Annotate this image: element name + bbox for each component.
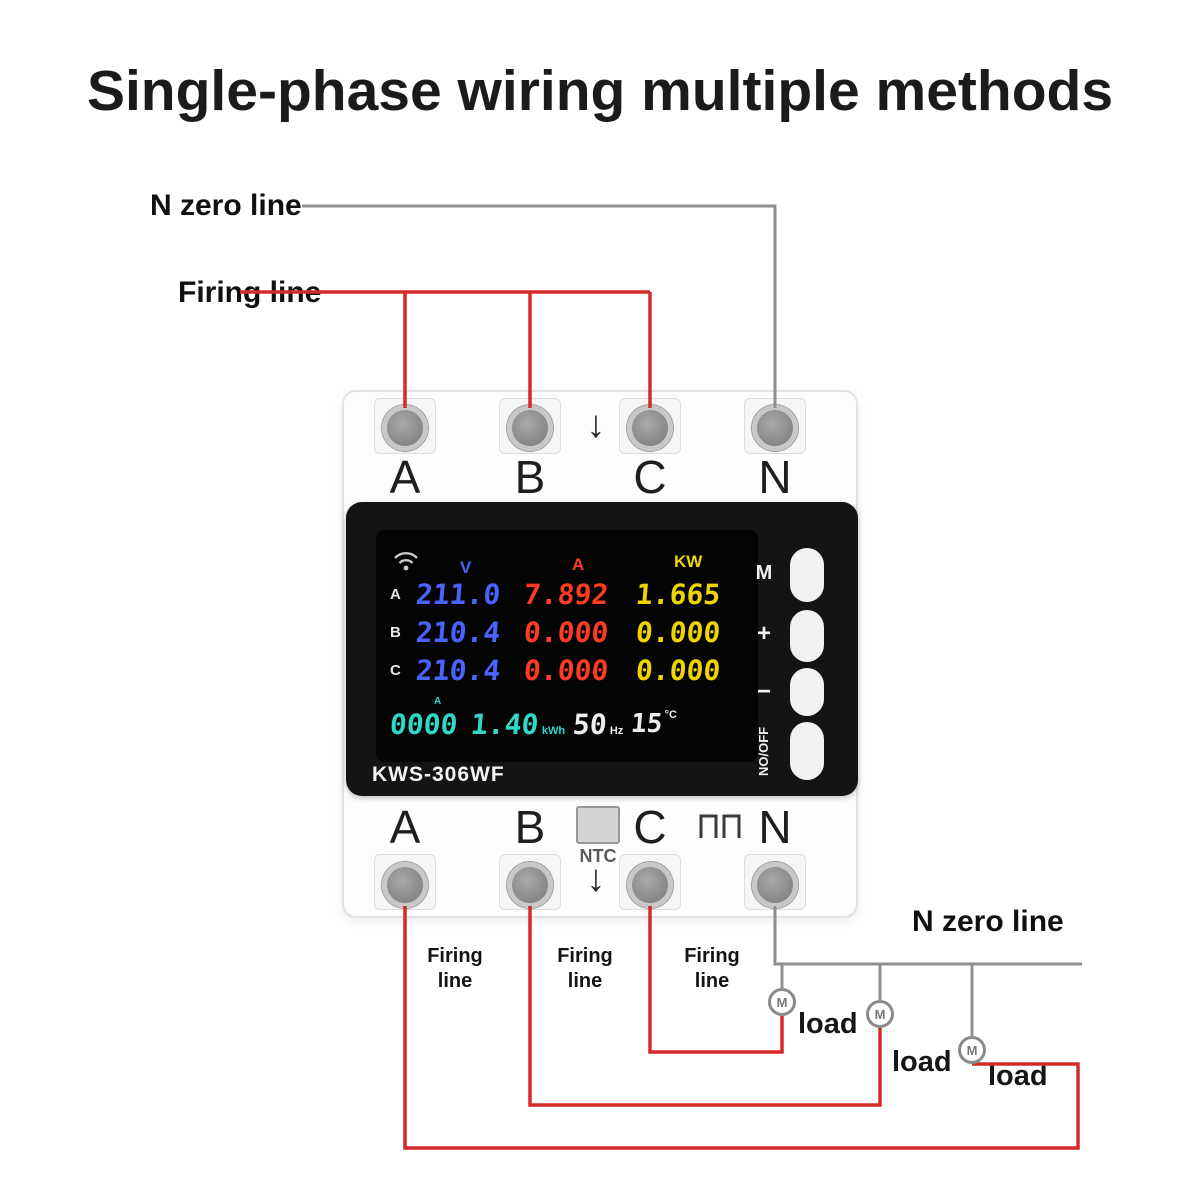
firing-line-label-bottom-1: Firing line (427, 945, 483, 992)
terminal-label-top-c: C (633, 451, 667, 503)
n-zero-line-label-top: N zero line (150, 189, 302, 222)
menu-button-label: M (755, 562, 773, 584)
on-off-button[interactable] (790, 722, 824, 780)
terminal-label-bottom-a: A (389, 801, 421, 853)
down-arrow-icon-top: ↓ (586, 404, 606, 446)
temperature-unit: °C (664, 709, 677, 721)
terminal-screw-top-b (507, 405, 553, 451)
ntc-sensor-port (576, 806, 620, 844)
terminal-screw-top-a (382, 405, 428, 451)
frequency-unit: Hz (609, 725, 624, 737)
terminal-label-top-b: B (514, 451, 546, 503)
terminal-screw-top-n (752, 405, 798, 451)
load-label-3: load (988, 1060, 1048, 1092)
plus-button-label: + (756, 620, 771, 647)
terminal-screw-bottom-b (507, 862, 553, 908)
phase-label: B (390, 623, 401, 641)
motor-symbol: M (966, 1042, 978, 1058)
ntc-label: NTC (579, 846, 617, 866)
frequency-value: 50 (571, 707, 609, 741)
volt-value: 210.4 (414, 615, 502, 649)
live-wire-bottom-a (403, 906, 1080, 1150)
terminal-label-bottom-n: N (758, 801, 792, 853)
display-module: V A KW A 211.0 7.892 1.665 B 210.4 0.000… (346, 502, 858, 796)
neutral-wire-top (302, 204, 777, 408)
amp-value: 0.000 (522, 615, 610, 649)
wifi-icon (394, 552, 418, 571)
firing-line-label-bottom-3: Firing line (684, 945, 740, 992)
firing-line-label-top: Firing line (178, 276, 322, 309)
terminal-label-bottom-b: B (514, 801, 546, 853)
terminal-screw-bottom-c (627, 862, 673, 908)
motor-symbol: M (874, 1006, 886, 1022)
energy-unit: kWh (541, 725, 566, 737)
terminal-label-bottom-c: C (633, 801, 667, 853)
load-label-2: load (892, 1046, 952, 1078)
power-column-header: KW (674, 552, 703, 571)
terminal-screw-bottom-a (382, 862, 428, 908)
lcd-screen (376, 530, 758, 762)
terminal-screw-top-c (627, 405, 673, 451)
display-row-a: A 211.0 7.892 1.665 (390, 576, 736, 612)
display-row-c: C 210.4 0.000 0.000 (390, 652, 736, 688)
minus-button-label: − (756, 678, 771, 705)
terminal-label-top-n: N (758, 451, 792, 503)
firing-line-label-bottom-2: Firing line (557, 945, 613, 992)
din-clip-icon (699, 814, 741, 838)
page-title: Single-phase wiring multiple methods (86, 59, 1114, 123)
menu-button[interactable] (790, 548, 824, 602)
on-off-button-label: NO/OFF (756, 726, 771, 776)
display-bottom-row: 0000 1.40 kWh 50 Hz 15 °C (388, 706, 677, 742)
live-wire-bottom-b (528, 906, 882, 1107)
power-value: 0.000 (634, 615, 722, 649)
energy-count-value: 0000 (388, 707, 459, 741)
amp-column-header: A (572, 555, 585, 574)
power-value: 1.665 (634, 577, 722, 611)
amp-value: 0.000 (522, 653, 610, 687)
terminal-screw-bottom-n (752, 862, 798, 908)
minus-button[interactable] (790, 668, 824, 716)
model-name: KWS-306WF (372, 763, 505, 786)
load-motor-1: M (768, 988, 796, 1016)
phase-label: C (390, 661, 401, 679)
volt-value: 210.4 (414, 653, 502, 687)
load-label-1: load (798, 1008, 858, 1040)
display-row-b: B 210.4 0.000 0.000 (390, 614, 736, 650)
n-zero-line-label-bottom: N zero line (912, 905, 1064, 938)
terminal-label-top-a: A (389, 451, 421, 503)
plus-button[interactable] (790, 610, 824, 662)
energy-value: 1.40 (469, 707, 541, 741)
volt-value: 211.0 (414, 577, 502, 611)
load-motor-3: M (958, 1036, 986, 1064)
temperature-value: 15 (629, 709, 664, 739)
down-arrow-icon-bottom: ↓ (586, 858, 606, 900)
power-value: 0.000 (634, 653, 722, 687)
volt-column-header: V (460, 558, 472, 577)
amp-marker: A (434, 696, 442, 707)
load-motor-2: M (866, 1000, 894, 1028)
amp-value: 7.892 (522, 577, 610, 611)
phase-label: A (390, 585, 401, 603)
motor-symbol: M (776, 994, 788, 1010)
